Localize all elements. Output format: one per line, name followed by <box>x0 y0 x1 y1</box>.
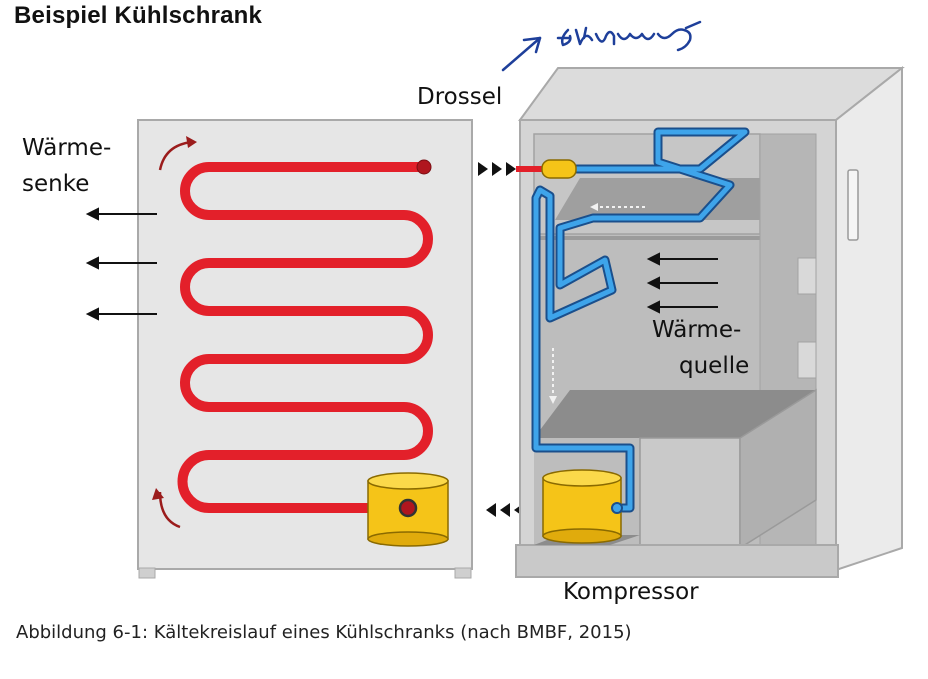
heat-sink-label-line1: Wärme- <box>22 135 112 161</box>
heat-sink-arrows <box>85 207 157 321</box>
flow-markers-from-compressor <box>486 503 524 517</box>
heat-source-arrows <box>646 252 718 314</box>
heat-source-label-line1: Wärme- <box>652 317 742 343</box>
interior-flow-arrows <box>549 203 645 404</box>
evaporator-coil <box>531 127 750 513</box>
page-title: Beispiel Kühlschrank <box>14 2 263 29</box>
compressor-right <box>542 469 623 544</box>
throttle-valve <box>516 159 577 179</box>
handwritten-annotation <box>501 20 702 72</box>
throttle-label: Drossel <box>417 84 503 110</box>
flow-markers-to-throttle <box>478 162 516 176</box>
figure-caption: Abbildung 6-1: Kältekreislauf eines Kühl… <box>16 622 632 643</box>
compressor-label: Kompressor <box>563 579 699 605</box>
heat-sink-label-line2: senke <box>22 171 90 197</box>
condenser-coil <box>177 162 433 513</box>
door-handle <box>847 169 859 241</box>
heat-source-label-line2: quelle <box>679 353 750 379</box>
compressor-left <box>367 472 449 547</box>
coil-end-dot <box>416 159 432 175</box>
